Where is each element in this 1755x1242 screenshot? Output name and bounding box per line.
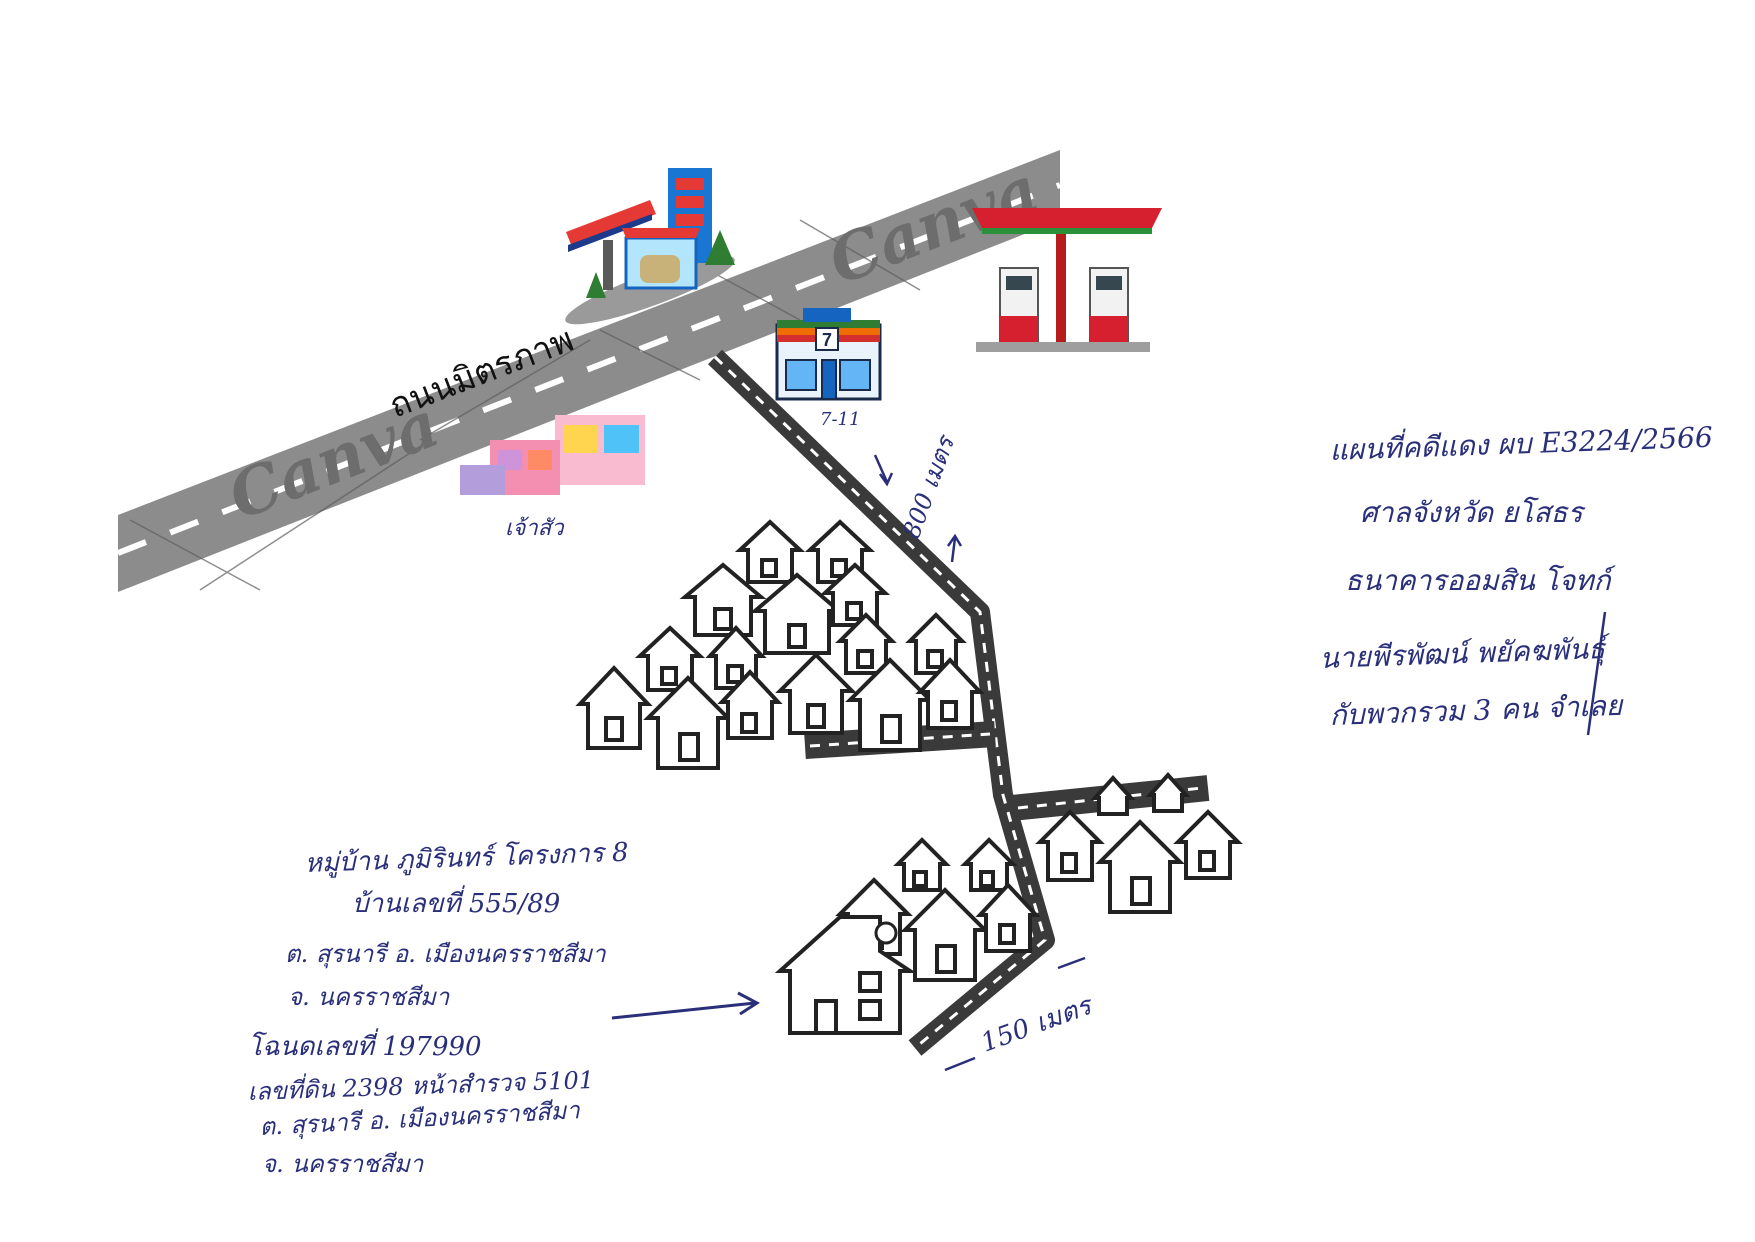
case-line-4: นายพีรพัฒน์ พยัคฆพันธุ์ bbox=[1319, 632, 1612, 676]
address-note: หมู่บ้าน ภูมิรินทร์ โครงการ 8 บ้านเลขที่… bbox=[247, 837, 629, 1178]
shop-label: เจ้าสัว bbox=[505, 516, 565, 541]
seven-eleven-label: 7-11 bbox=[820, 409, 860, 430]
seven-eleven-icon: 7 7-11 bbox=[775, 308, 882, 430]
address-line-4: จ. นครราชสีมา bbox=[288, 983, 451, 1011]
distance-final-label: 150 เมตร bbox=[977, 990, 1098, 1058]
house-cluster-north bbox=[575, 519, 985, 770]
case-note-slash bbox=[1586, 611, 1607, 736]
house-cluster-south bbox=[774, 772, 1243, 1035]
gas-station-small-icon bbox=[565, 168, 735, 325]
address-line-3: ต. สุรนารี อ. เมืองนครราชสีมา bbox=[285, 940, 607, 969]
case-line-1: แผนที่คดีแดง ผบ E3224/2566 bbox=[1329, 418, 1713, 467]
case-line-2: ศาลจังหวัด ยโสธร bbox=[1360, 496, 1586, 529]
address-line-2: บ้านเลขที่ 555/89 bbox=[352, 885, 560, 919]
distance-branch-marker bbox=[873, 454, 963, 563]
address-line-8: จ. นครราชสีมา bbox=[262, 1150, 425, 1178]
case-note: แผนที่คดีแดง ผบ E3224/2566 ศาลจังหวัด ยโ… bbox=[1319, 418, 1713, 736]
address-line-5: โฉนดเลขที่ 197990 bbox=[248, 1028, 482, 1062]
gas-station-large-icon bbox=[972, 208, 1162, 352]
seven-eleven-sign: 7 bbox=[822, 330, 832, 350]
case-line-3: ธนาคารออมสิน โจทก์ bbox=[1345, 564, 1617, 597]
target-house-icon bbox=[774, 915, 917, 1035]
case-line-5: กับพวกรวม 3 คน จำเลย bbox=[1329, 689, 1624, 732]
distance-branch-label: 800 เมตร bbox=[897, 430, 961, 542]
shop-icon: เจ้าสัว bbox=[460, 415, 645, 541]
distance-final-marker bbox=[944, 956, 1086, 1072]
arrow-to-target bbox=[611, 991, 760, 1020]
address-line-1: หมู่บ้าน ภูมิรินทร์ โครงการ 8 bbox=[304, 837, 629, 879]
